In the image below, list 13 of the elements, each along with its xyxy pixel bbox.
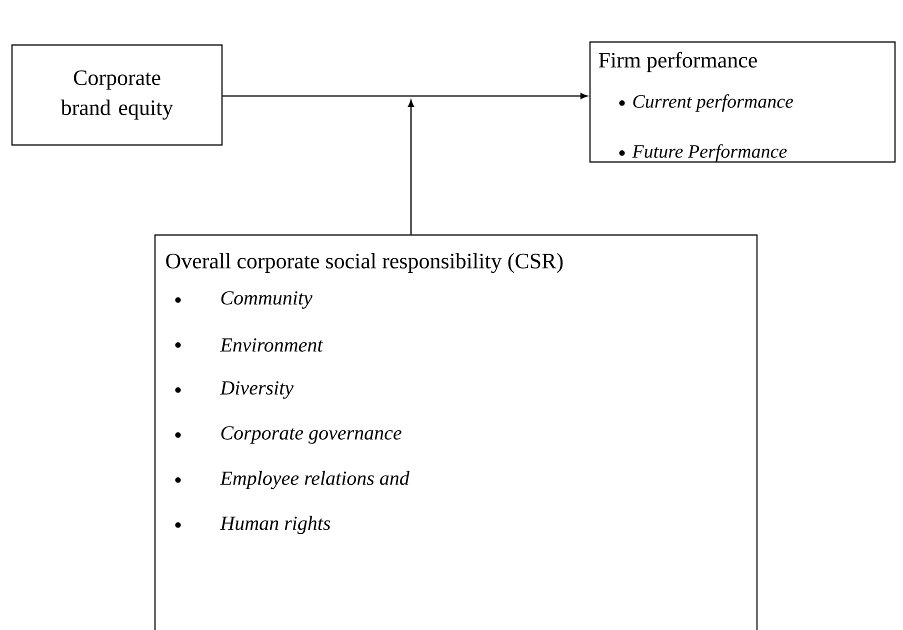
box-label: Corporate brand equity <box>60 70 174 120</box>
list-item: Community <box>221 291 312 309</box>
list-item: Human rights <box>220 516 330 534</box>
list-item: Diversity <box>220 381 294 399</box>
box-heading: Overall corporate social responsibility (CSR) <box>166 253 563 274</box>
list-item: Current performance <box>633 94 794 112</box>
list-item: Employee relations and <box>220 470 410 490</box>
arrow <box>408 100 414 234</box>
list-item: Future Performance <box>632 144 787 162</box>
list-item: Environment <box>220 338 324 352</box>
list-item: Corporate governance <box>221 426 402 444</box>
box-heading: Firm performance <box>598 52 757 72</box>
arrow <box>222 93 588 99</box>
